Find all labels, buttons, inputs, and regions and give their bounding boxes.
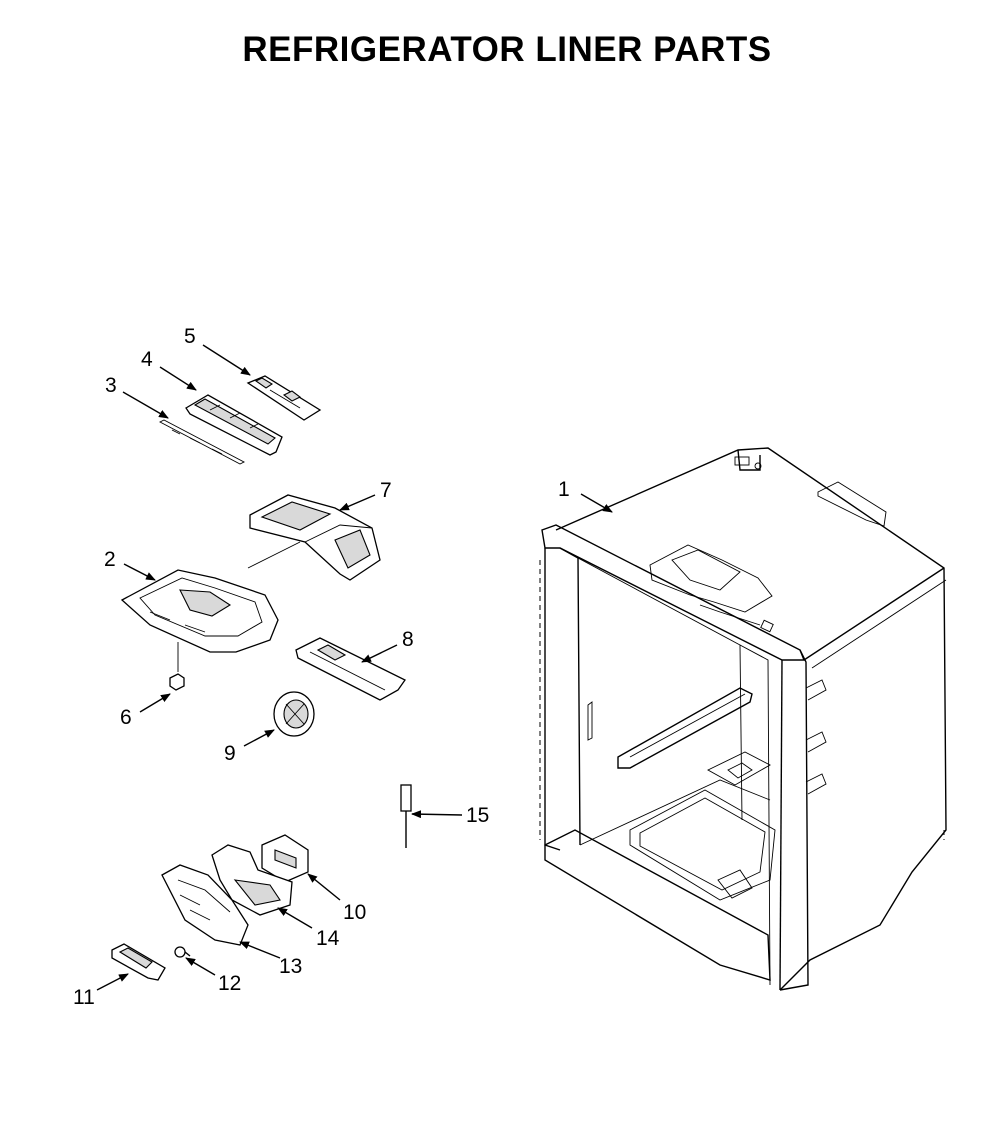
part-7	[249, 494, 381, 581]
part-11	[111, 943, 166, 981]
part-12	[174, 946, 191, 958]
callout-6: 6	[120, 706, 132, 729]
diagram-title: REFRIGERATOR LINER PARTS	[242, 30, 772, 69]
callout-11: 11	[73, 986, 95, 1009]
callout-14: 14	[316, 927, 340, 950]
part-6	[169, 673, 185, 691]
part-2	[120, 541, 301, 672]
callout-12: 12	[218, 972, 241, 995]
callout-5: 5	[184, 325, 196, 348]
callout-3: 3	[105, 374, 117, 397]
callout-labels: 1 2 3 4 5 6 7 8 9 10 11 12 13 14 15	[73, 325, 570, 1009]
callout-9: 9	[224, 742, 236, 765]
callout-1: 1	[558, 478, 570, 501]
part-13	[161, 864, 249, 946]
callout-15: 15	[466, 804, 489, 827]
part-1-liner	[539, 447, 947, 991]
part-5	[246, 375, 322, 421]
callout-4: 4	[141, 348, 153, 371]
part-3	[159, 419, 245, 465]
callout-13: 13	[279, 955, 302, 978]
callout-2: 2	[104, 548, 116, 571]
callout-7: 7	[380, 479, 392, 502]
part-10	[261, 834, 309, 883]
part-4	[185, 394, 283, 456]
part-8	[295, 637, 406, 701]
part-15	[400, 784, 412, 848]
callout-10: 10	[343, 901, 366, 924]
part-9	[273, 691, 315, 737]
callout-8: 8	[402, 628, 414, 651]
leader-lines	[96, 344, 613, 991]
part-14	[211, 844, 293, 916]
